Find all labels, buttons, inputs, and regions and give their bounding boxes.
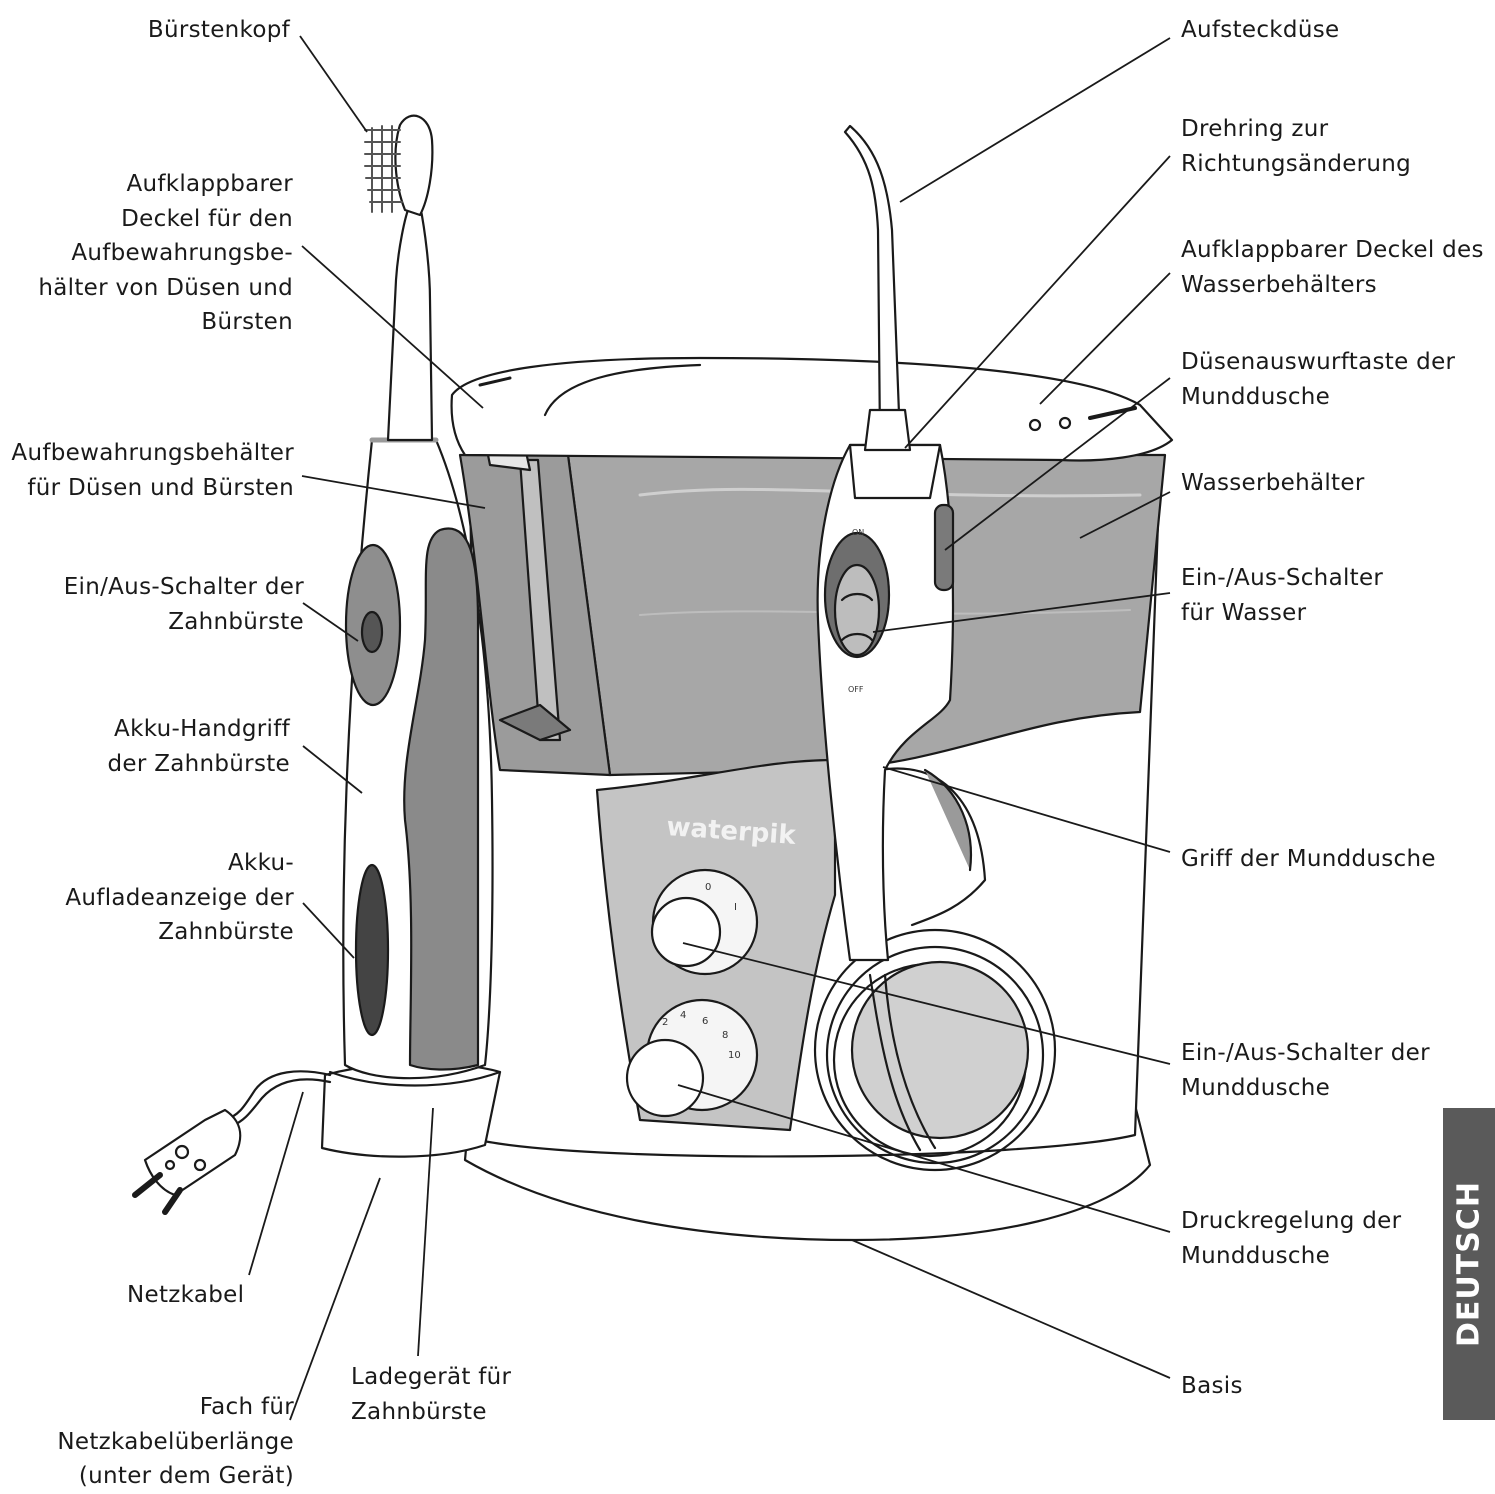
label-power-cord: Netzkabel: [127, 1282, 245, 1308]
upper-dial: [650, 896, 722, 968]
label-flosser-handle: Griff der Munddusche: [1181, 846, 1436, 872]
lower-dial: [625, 1038, 705, 1118]
label-rotation-ring: Drehring zur Richtungsänderung: [1181, 116, 1412, 177]
svg-text:10: 10: [728, 1050, 741, 1061]
label-water-switch: Ein-/Aus-Schalter für Wasser: [1181, 565, 1384, 626]
reservoir-lid: [450, 356, 1174, 462]
brush-head: [394, 114, 434, 217]
label-reservoir-lid: Aufklappbarer Deckel des Wasserbehälters: [1181, 237, 1484, 298]
svg-text:8: 8: [722, 1030, 728, 1041]
label-pressure-control: Druckregelung der Munddusche: [1181, 1208, 1402, 1269]
svg-text:4: 4: [680, 1010, 686, 1021]
label-toothbrush-handle: Akku-Handgriff der Zahnbürste: [107, 716, 290, 777]
hose-coil: [813, 928, 1057, 1172]
brush-neck: [386, 203, 434, 442]
plug: [143, 1108, 242, 1197]
label-toothbrush-switch: Ein/Aus-Schalter der Zahnbürste: [63, 574, 304, 635]
label-brush-head: Bürstenkopf: [147, 17, 290, 43]
bristles: [364, 125, 403, 213]
language-tab: DEUTSCH: [1443, 1108, 1495, 1420]
svg-text:ON: ON: [852, 528, 864, 537]
label-charge-indicator: Akku- Aufladeanzeige der Zahnbürste: [65, 850, 294, 945]
language-tab-label: DEUTSCH: [1451, 1181, 1487, 1347]
label-tip: Aufsteckdüse: [1181, 17, 1340, 43]
eject-button-shape: [933, 503, 955, 592]
label-flosser-switch: Ein-/Aus-Schalter der Munddusche: [1181, 1040, 1430, 1101]
power-cord: [223, 1070, 332, 1122]
label-base: Basis: [1181, 1373, 1243, 1399]
label-eject-button: Düsenauswurftaste der Munddusche: [1181, 349, 1456, 410]
toothbrush-grip: [403, 527, 480, 1071]
svg-text:0: 0: [705, 882, 711, 893]
charge-indicator-shape: [354, 863, 390, 1037]
svg-text:2: 2: [662, 1017, 668, 1028]
label-storage-container: Aufbewahrungsbehälter für Düsen und Bürs…: [11, 440, 294, 501]
svg-text:OFF: OFF: [848, 685, 864, 694]
svg-text:6: 6: [702, 1016, 708, 1027]
label-storage-lid: Aufklappbarer Deckel für den Aufbewahrun…: [38, 171, 293, 335]
svg-text:I: I: [734, 902, 737, 913]
label-cord-storage: Fach für Netzkabelüberlänge (unter dem G…: [57, 1394, 294, 1489]
flosser-tip: [843, 124, 902, 442]
label-reservoir: Wasserbehälter: [1181, 470, 1365, 496]
leader-lines: [248, 35, 1171, 1421]
label-charger: Ladegerät für Zahnbürste: [351, 1364, 512, 1425]
